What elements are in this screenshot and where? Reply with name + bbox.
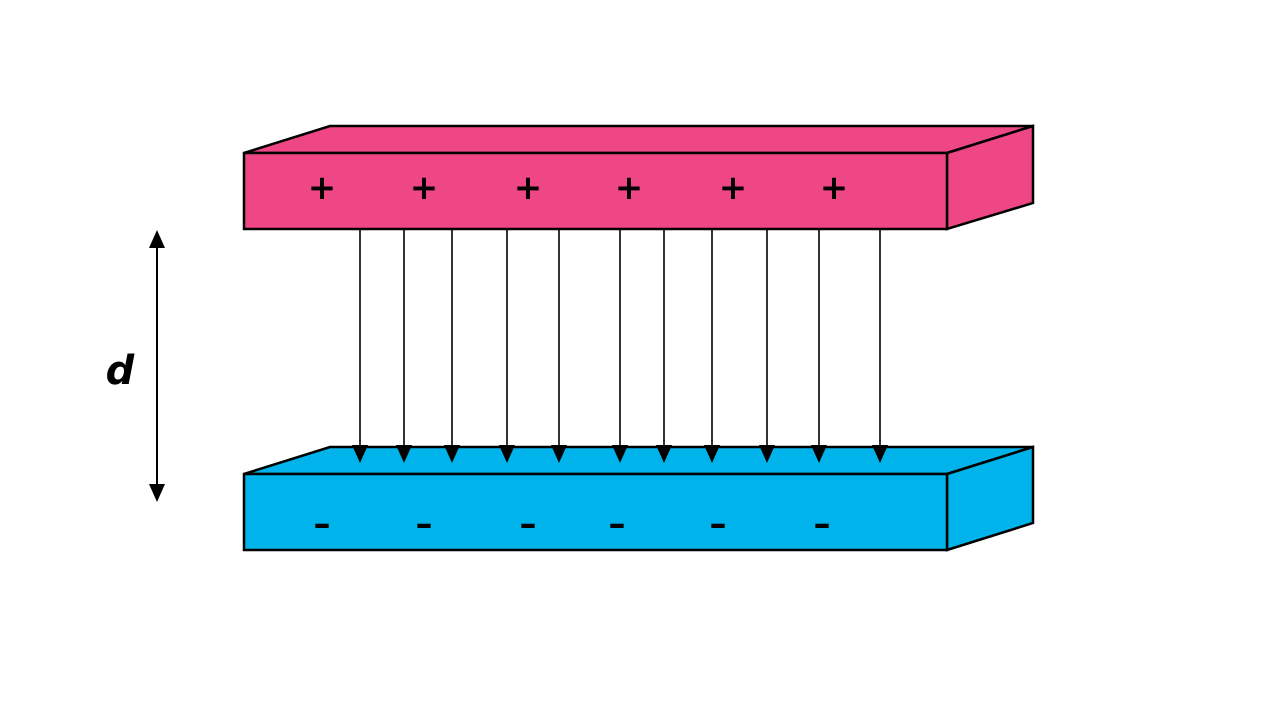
field-line-arrowhead	[759, 445, 775, 463]
positive-charge-symbol: +	[308, 168, 337, 208]
field-line-arrowhead	[444, 445, 460, 463]
top-plate-front-face	[242, 151, 949, 231]
bottom-plate: ––––––	[242, 445, 1035, 552]
top-plate: + + + + + +	[242, 124, 1035, 231]
separation-indicator: d	[106, 230, 165, 502]
negative-charge-symbol: –	[609, 504, 626, 544]
field-line-arrowhead	[396, 445, 412, 463]
positive-charge-symbol: +	[514, 168, 543, 208]
positive-charge-symbol: +	[410, 168, 439, 208]
bottom-plate-charges: ––––––	[314, 504, 831, 544]
field-line-arrowhead	[551, 445, 567, 463]
separation-label: d	[106, 348, 135, 394]
negative-charge-symbol: –	[520, 504, 537, 544]
electric-field-lines	[352, 230, 888, 463]
field-line-arrowhead	[704, 445, 720, 463]
bottom-plate-front-face	[242, 472, 949, 552]
field-line-arrowhead	[872, 445, 888, 463]
top-plate-charges: + + + + + +	[308, 168, 849, 208]
negative-charge-symbol: –	[416, 504, 433, 544]
negative-charge-symbol: –	[710, 504, 727, 544]
negative-charge-symbol: –	[814, 504, 831, 544]
field-line-arrowhead	[352, 445, 368, 463]
positive-charge-symbol: +	[719, 168, 748, 208]
top-plate-top-face	[243, 124, 1034, 155]
separation-arrow-down-head	[149, 484, 165, 502]
positive-charge-symbol: +	[820, 168, 849, 208]
positive-charge-symbol: +	[615, 168, 644, 208]
field-line-arrowhead	[811, 445, 827, 463]
field-line-arrowhead	[656, 445, 672, 463]
separation-arrow-up-head	[149, 230, 165, 248]
negative-charge-symbol: –	[314, 504, 331, 544]
field-line-arrowhead	[612, 445, 628, 463]
field-line-arrowhead	[499, 445, 515, 463]
